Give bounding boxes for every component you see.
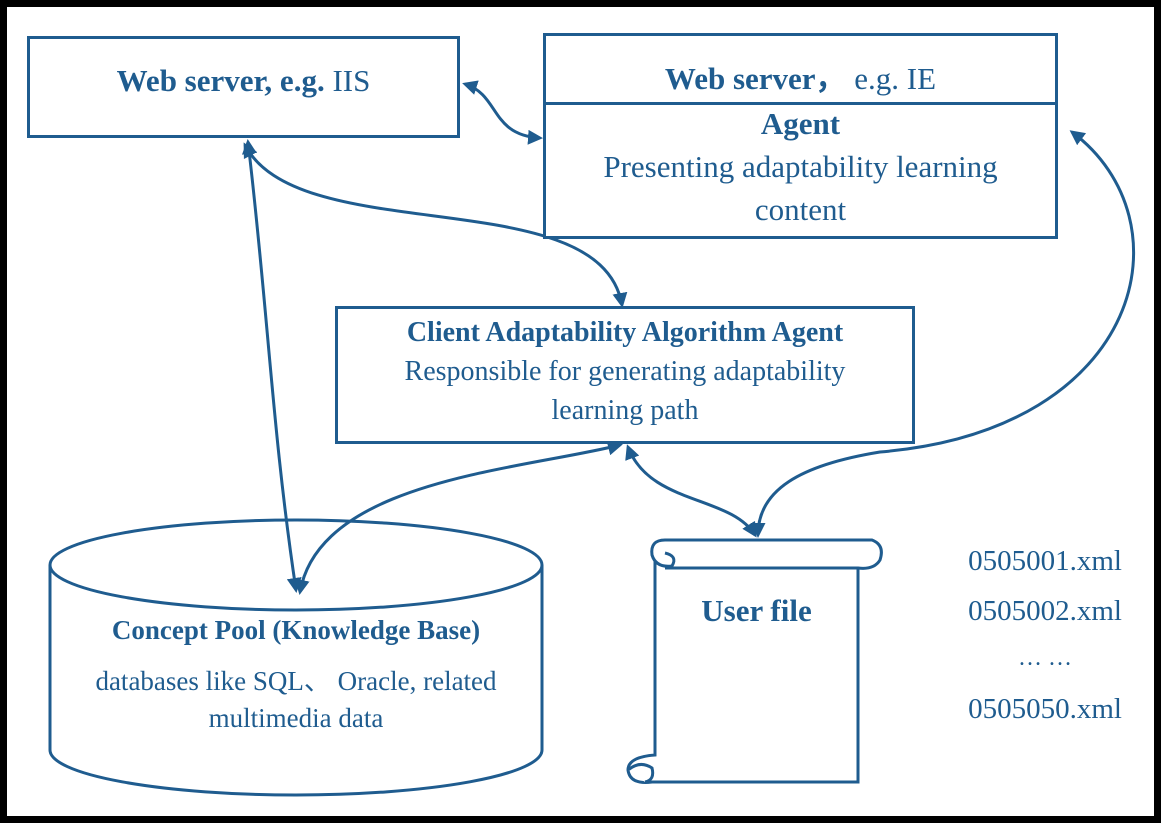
- client-agent-desc-line-2: learning path: [551, 395, 699, 426]
- web-server-ie-divider: [546, 102, 1055, 105]
- web-server-ie-box: Web server， e.g. IE Agent Presenting ada…: [543, 33, 1058, 239]
- xml-file-1: 0505001.xml: [968, 545, 1122, 577]
- concept-pool-desc-line-1: databases like SQL、 Oracle, related: [95, 666, 497, 696]
- xml-file-ellipsis: … …: [1018, 645, 1072, 671]
- concept-pool-title: Concept Pool (Knowledge Base): [111, 615, 481, 645]
- agent-title: Agent: [760, 106, 841, 141]
- agent-desc-line-1: Presenting adaptability learning: [603, 149, 998, 184]
- agent-desc-line-2: content: [754, 192, 847, 227]
- web-server-iis-box: Web server, e.g. IIS: [27, 36, 460, 138]
- client-agent-title: Client Adaptability Algorithm Agent: [406, 317, 844, 348]
- xml-file-2: 0505002.xml: [968, 595, 1122, 627]
- connector-iis-concept-pool: [241, 139, 302, 593]
- connector-ie-user-file: [750, 130, 1136, 538]
- web-server-ie-label: Web server， e.g. IE: [546, 53, 1055, 98]
- database-cylinder-icon: [48, 518, 544, 797]
- xml-file-3: 0505050.xml: [968, 693, 1122, 725]
- web-server-iis-label-bold: Web server, e.g.: [116, 63, 325, 98]
- web-server-iis-label-plain: IIS: [332, 63, 371, 98]
- connector-iis-ie: [462, 80, 543, 145]
- connector-client-agent-user-file: [625, 444, 757, 538]
- concept-pool-desc-line-2: multimedia data: [208, 703, 384, 733]
- client-agent-box: Client Adaptability Algorithm Agent Resp…: [335, 306, 915, 444]
- user-file-label: User file: [701, 593, 812, 628]
- web-server-ie-label-bold: Web server，: [664, 61, 847, 96]
- client-agent-desc-line-1: Responsible for generating adaptability: [404, 356, 846, 387]
- connector-client-agent-concept-pool: [294, 440, 623, 595]
- scroll-document-icon: [626, 538, 883, 784]
- web-server-ie-label-plain: e.g. IE: [854, 61, 937, 96]
- web-server-iis-label: Web server, e.g. IIS: [30, 63, 457, 99]
